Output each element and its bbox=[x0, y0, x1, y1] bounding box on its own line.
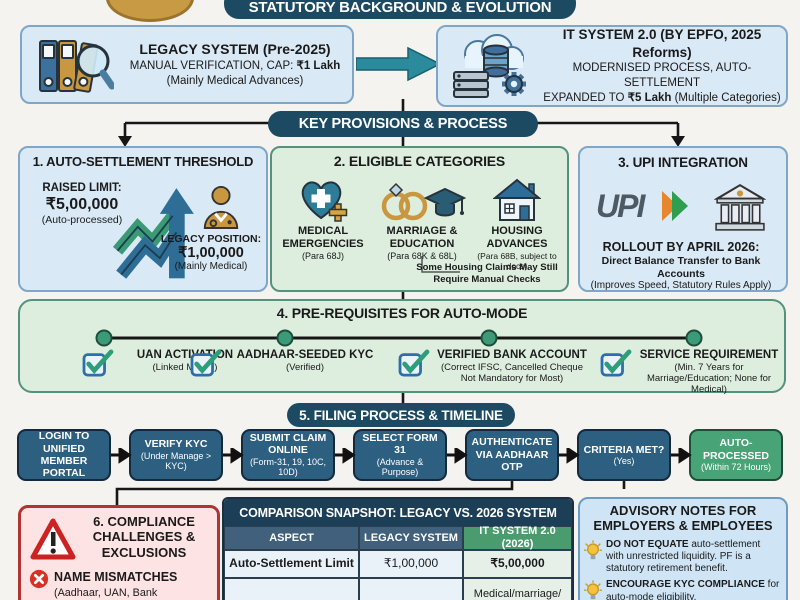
legacy-system-card: LEGACY SYSTEM (Pre-2025) MANUAL VERIFICA… bbox=[20, 25, 354, 104]
checkbox-check-icon bbox=[190, 349, 222, 377]
it-system-card: IT SYSTEM 2.0 (BY EPFO, 2025 Reforms) MO… bbox=[436, 25, 788, 107]
medical-heart-icon bbox=[301, 181, 348, 222]
prereq-item-service: SERVICE REQUIREMENT (Min. 7 Years for Ma… bbox=[600, 349, 780, 395]
category-housing: HOUSING ADVANCES (Para 68B, subject to d… bbox=[470, 178, 564, 271]
it-line2: MODERNISED PROCESS, AUTO-SETTLEMENT bbox=[572, 62, 752, 90]
eligible-categories-card: 2. ELIGIBLE CATEGORIES MEDICAL EMERGENCI… bbox=[270, 146, 569, 292]
bank-icon bbox=[714, 183, 766, 231]
comparison-header-row: ASPECT LEGACY SYSTEM IT SYSTEM 2.0 (2026… bbox=[224, 525, 572, 550]
flow-step-verify-kyc: VERIFY KYC(Under Manage > KYC) bbox=[129, 429, 223, 481]
prerequisites-panel: 4. PRE-REQUISITES FOR AUTO-MODE UAN ACTI… bbox=[18, 299, 786, 395]
flow-step-select-form: SELECT FORM 31(Advance & Purpose) bbox=[353, 429, 447, 481]
upi-integration-card: 3. UPI INTEGRATION UPI ROLLOUT BY APRIL … bbox=[578, 146, 788, 292]
table-row-limit: Auto-Settlement Limit ₹1,00,000 ₹5,00,00… bbox=[224, 550, 572, 578]
col-legacy: LEGACY SYSTEM bbox=[359, 526, 463, 550]
table-row-categories: Eligible Categories Primarily medical Me… bbox=[224, 578, 572, 600]
category-marriage-education: MARRIAGE & EDUCATION (Para 68K & 68L) bbox=[366, 178, 478, 261]
compliance-title: 6. COMPLIANCE CHALLENGES & EXCLUSIONS bbox=[92, 514, 196, 560]
key-provisions-banner: KEY PROVISIONS & PROCESS bbox=[268, 111, 538, 137]
flow-step-criteria: CRITERIA MET?(Yes) bbox=[577, 429, 671, 481]
flow-step-authenticate: AUTHENTICATE VIA AADHAAR OTP bbox=[465, 429, 559, 481]
comparison-table: COMPARISON SNAPSHOT: LEGACY VS. 2026 SYS… bbox=[222, 497, 574, 600]
cloud-server-gear-icon bbox=[453, 34, 526, 98]
svg-text:UPI: UPI bbox=[596, 188, 646, 224]
doctor-icon bbox=[203, 186, 239, 229]
prereq-item-kyc: AADHAAR-SEEDED KYC (Verified) bbox=[190, 349, 382, 377]
statutory-banner: STATUTORY BACKGROUND & EVOLUTION bbox=[224, 0, 576, 19]
upi-title: 3. UPI INTEGRATION bbox=[618, 155, 748, 170]
auto-settlement-threshold-card: 1. AUTO-SETTLEMENT THRESHOLD RAISED LIMI… bbox=[18, 146, 268, 292]
legacy-title: LEGACY SYSTEM (Pre-2025) bbox=[139, 41, 331, 58]
col-it2: IT SYSTEM 2.0 (2026) bbox=[463, 525, 572, 550]
advisory-item-2: ENCOURAGE KYC COMPLIANCE for auto-mode e… bbox=[580, 575, 786, 600]
prereq-item-bank: VERIFIED BANK ACCOUNT (Correct IFSC, Can… bbox=[398, 349, 588, 384]
prerequisites-timeline bbox=[95, 329, 703, 347]
house-icon bbox=[493, 178, 541, 221]
categories-title: 2. ELIGIBLE CATEGORIES bbox=[333, 153, 506, 169]
advisory-item-1: DO NOT EQUATE auto-settlement with unres… bbox=[580, 534, 786, 576]
upi-logo: UPI bbox=[596, 188, 688, 224]
checkbox-check-icon bbox=[600, 349, 632, 377]
comparison-table-title: COMPARISON SNAPSHOT: LEGACY VS. 2026 SYS… bbox=[224, 499, 572, 526]
checkbox-check-icon bbox=[82, 349, 114, 377]
advisory-card: ADVISORY NOTES FOR EMPLOYERS & EMPLOYEES… bbox=[578, 497, 788, 600]
legacy-line3: (Mainly Medical Advances) bbox=[166, 74, 304, 87]
raised-limit-block: RAISED LIMIT: ₹5,00,000 (Auto-processed) bbox=[41, 182, 123, 226]
flow-step-auto-processed: AUTO-PROCESSED(Within 72 Hours) bbox=[689, 429, 783, 481]
it-line3: EXPANDED TO ₹5 Lakh (Multiple Categories… bbox=[543, 92, 781, 105]
filing-banner: 5. FILING PROCESS & TIMELINE bbox=[287, 403, 515, 427]
advisory-title: ADVISORY NOTES FOR EMPLOYERS & EMPLOYEES bbox=[593, 503, 773, 533]
col-aspect: ASPECT bbox=[224, 526, 359, 550]
prerequisites-title: 4. PRE-REQUISITES FOR AUTO-MODE bbox=[276, 305, 528, 321]
it-title: IT SYSTEM 2.0 (BY EPFO, 2025 Reforms) bbox=[562, 27, 762, 60]
housing-footnote: Some Housing Claims May Still Require Ma… bbox=[416, 262, 558, 285]
x-circle-icon bbox=[29, 569, 49, 589]
category-medical: MEDICAL EMERGENCIES (Para 68J) bbox=[280, 178, 366, 261]
lightbulb-icon bbox=[584, 580, 602, 600]
compliance-item-name-mismatches: NAME MISMATCHES (Aadhaar, UAN, Bank disc… bbox=[29, 568, 211, 600]
warning-triangle-icon bbox=[30, 518, 76, 560]
lightbulb-icon bbox=[584, 540, 602, 560]
footnote-elbow-line bbox=[421, 256, 460, 273]
binders-magnifier-icon bbox=[39, 40, 114, 93]
upi-rollout-block: ROLLOUT BY APRIL 2026: Direct Balance Tr… bbox=[590, 240, 772, 292]
transform-right-arrow-icon bbox=[356, 46, 440, 82]
growth-arrow-icon bbox=[112, 188, 194, 279]
checkbox-check-icon bbox=[398, 349, 430, 377]
flow-step-login: LOGIN TO UNIFIED MEMBER PORTAL bbox=[17, 429, 111, 481]
statutory-banner-title: STATUTORY BACKGROUND & EVOLUTION bbox=[248, 0, 552, 16]
legacy-position-block: LEGACY POSITION: ₹1,00,000 (Mainly Medic… bbox=[160, 233, 262, 272]
filing-title: 5. FILING PROCESS & TIMELINE bbox=[299, 407, 503, 423]
key-provisions-title: KEY PROVISIONS & PROCESS bbox=[298, 116, 508, 132]
compliance-card: 6. COMPLIANCE CHALLENGES & EXCLUSIONS NA… bbox=[18, 505, 220, 600]
legacy-line2: MANUAL VERIFICATION, CAP: ₹1 Lakh bbox=[129, 59, 341, 72]
threshold-title: 1. AUTO-SETTLEMENT THRESHOLD bbox=[32, 154, 254, 169]
marriage-education-icon bbox=[381, 182, 466, 221]
flow-arrows bbox=[111, 448, 692, 464]
